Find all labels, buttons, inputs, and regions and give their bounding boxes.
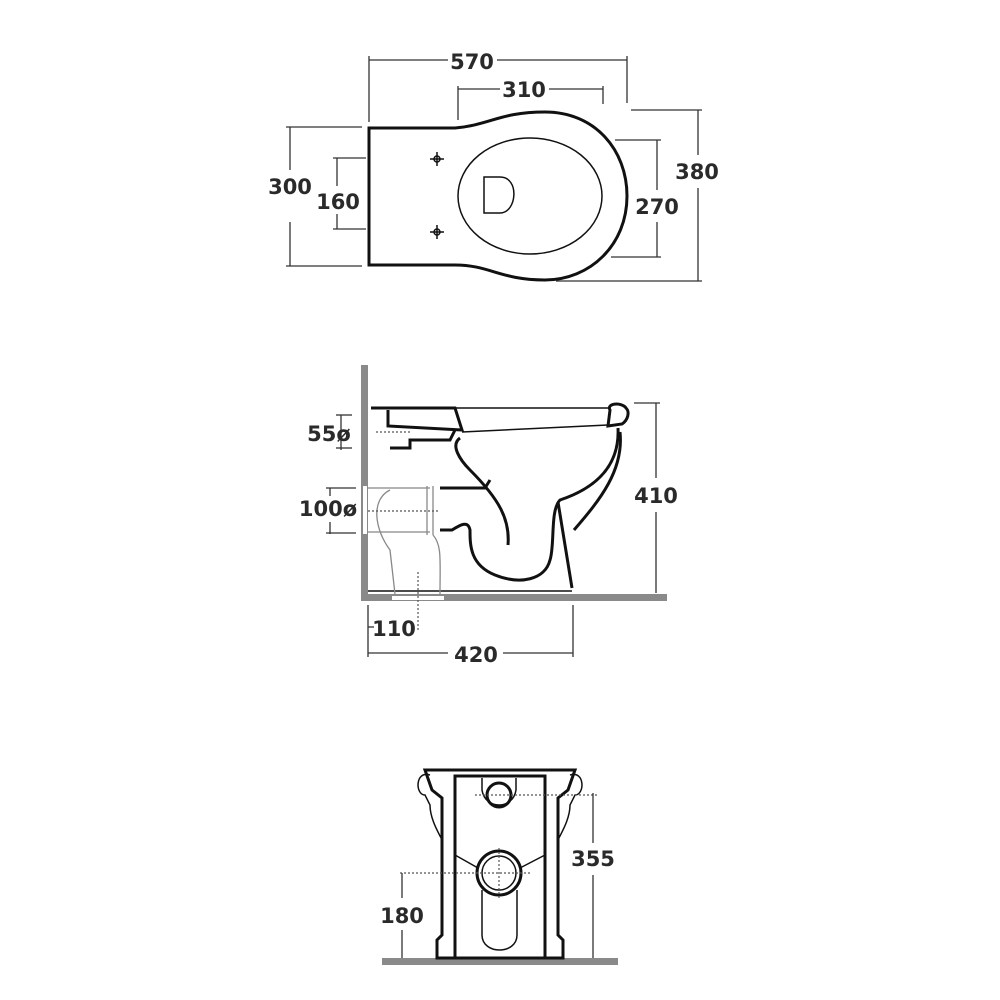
inlet-housing: [371, 406, 465, 432]
dim-height: 410: [634, 484, 678, 508]
rim-profile: [606, 402, 630, 428]
bowl-rim: [457, 137, 603, 255]
top-view-outline: [367, 110, 629, 282]
front-foot: [556, 501, 574, 589]
dim-inlet-height: 355: [571, 847, 615, 871]
dim-back-width: 300: [268, 175, 312, 199]
dimension-lines: [286, 56, 702, 282]
floor: [361, 594, 667, 601]
dim-outlet-height: 180: [380, 904, 424, 928]
seat-line: [461, 424, 609, 433]
dim-bowl-width: 270: [635, 195, 679, 219]
top-view: 570 310 300 160 270 380: [268, 50, 719, 282]
side-view: 410 420 110 55ø 100ø: [299, 365, 678, 667]
dim-fixing-holes: 160: [316, 190, 360, 214]
trapway-front: [454, 436, 510, 546]
side-dimension-lines: [326, 402, 660, 657]
wall-outlet-opening: [363, 486, 367, 534]
outlet-pipe: [368, 486, 441, 595]
dim-floor-outlet: 110: [372, 617, 416, 641]
front-inner-panel: [453, 774, 547, 958]
dim-overall-width: 380: [675, 160, 719, 184]
dim-depth: 420: [454, 643, 498, 667]
front-dimension-lines: [401, 793, 594, 958]
wall: [361, 365, 368, 601]
dim-outlet-diameter: 100ø: [299, 497, 357, 521]
fixing-hole-icon: [430, 152, 444, 239]
front-body: [422, 768, 578, 960]
dim-overall-length: 570: [450, 50, 494, 74]
trapway: [440, 427, 620, 582]
dim-inlet-diameter: 55ø: [307, 422, 351, 446]
drain-outline: [483, 176, 515, 214]
dim-bowl-length: 310: [502, 78, 546, 102]
front-view: 355 180: [380, 768, 618, 965]
front-floor: [382, 958, 618, 965]
